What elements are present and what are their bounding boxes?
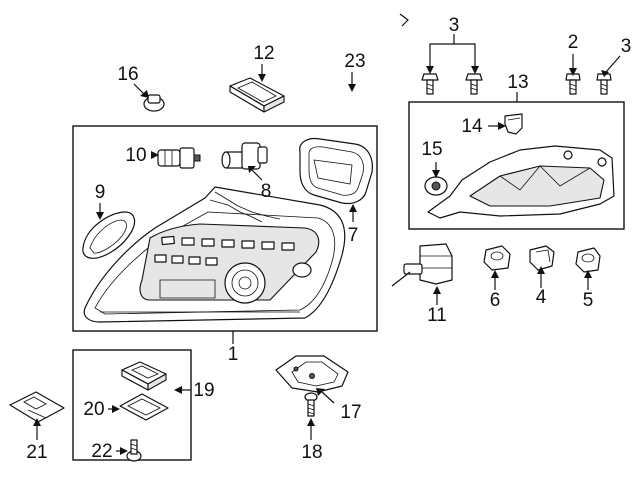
ballast-screw	[304, 392, 318, 417]
screw-pair	[421, 73, 483, 95]
bracket-clip	[504, 113, 523, 135]
label-sticker	[9, 391, 65, 423]
callout-16: 16	[117, 64, 138, 85]
cover-gasket	[119, 393, 169, 421]
access-cover	[121, 361, 167, 391]
callout-13: 13	[507, 72, 528, 93]
screw-single	[565, 73, 581, 95]
nut-clip-4	[529, 245, 555, 271]
vent-tube	[290, 13, 409, 113]
ballast-cover	[275, 355, 349, 393]
callout-15: 15	[421, 139, 442, 160]
callout-3-left: 3	[449, 15, 460, 36]
callout-4: 4	[536, 287, 547, 308]
callout-6: 6	[490, 290, 501, 311]
callout-21: 21	[26, 442, 47, 463]
callout-20: 20	[83, 399, 104, 420]
hid-bulb	[391, 243, 453, 287]
callout-12: 12	[253, 43, 274, 64]
headlamp-assembly-box	[72, 125, 378, 332]
callout-11: 11	[427, 305, 447, 326]
callout-14: 14	[461, 116, 483, 137]
callout-18: 18	[301, 442, 322, 463]
mounting-bracket	[427, 145, 615, 219]
bulb-socket	[221, 142, 268, 170]
callout-5: 5	[583, 290, 594, 311]
callout-8: 8	[261, 181, 272, 202]
callout-23: 23	[344, 51, 365, 72]
callout-labels: 1 2 3 3 4 5 6 7 8 9 10 11 12 13 14 15 16…	[26, 15, 631, 463]
callout-17: 17	[340, 402, 361, 423]
callout-2: 2	[568, 32, 579, 53]
nut-clip-6	[483, 245, 511, 271]
callout-3-right: 3	[621, 36, 632, 57]
callout-1: 1	[228, 344, 239, 365]
lamp-frame-seal	[299, 137, 373, 205]
cover-cap	[229, 77, 285, 113]
callout-22: 22	[91, 441, 112, 462]
callout-7: 7	[348, 225, 359, 246]
clip-fastener	[143, 94, 165, 112]
callout-19: 19	[193, 380, 214, 401]
callout-9: 9	[95, 182, 106, 203]
small-screw	[126, 439, 142, 462]
grommet	[424, 176, 448, 196]
halogen-bulb	[157, 147, 201, 169]
callout-10: 10	[125, 145, 146, 166]
leader-lines	[33, 34, 621, 455]
bezel-ring	[82, 211, 136, 259]
headlamp-assembly	[83, 186, 346, 323]
nut-clip-5	[575, 247, 601, 273]
